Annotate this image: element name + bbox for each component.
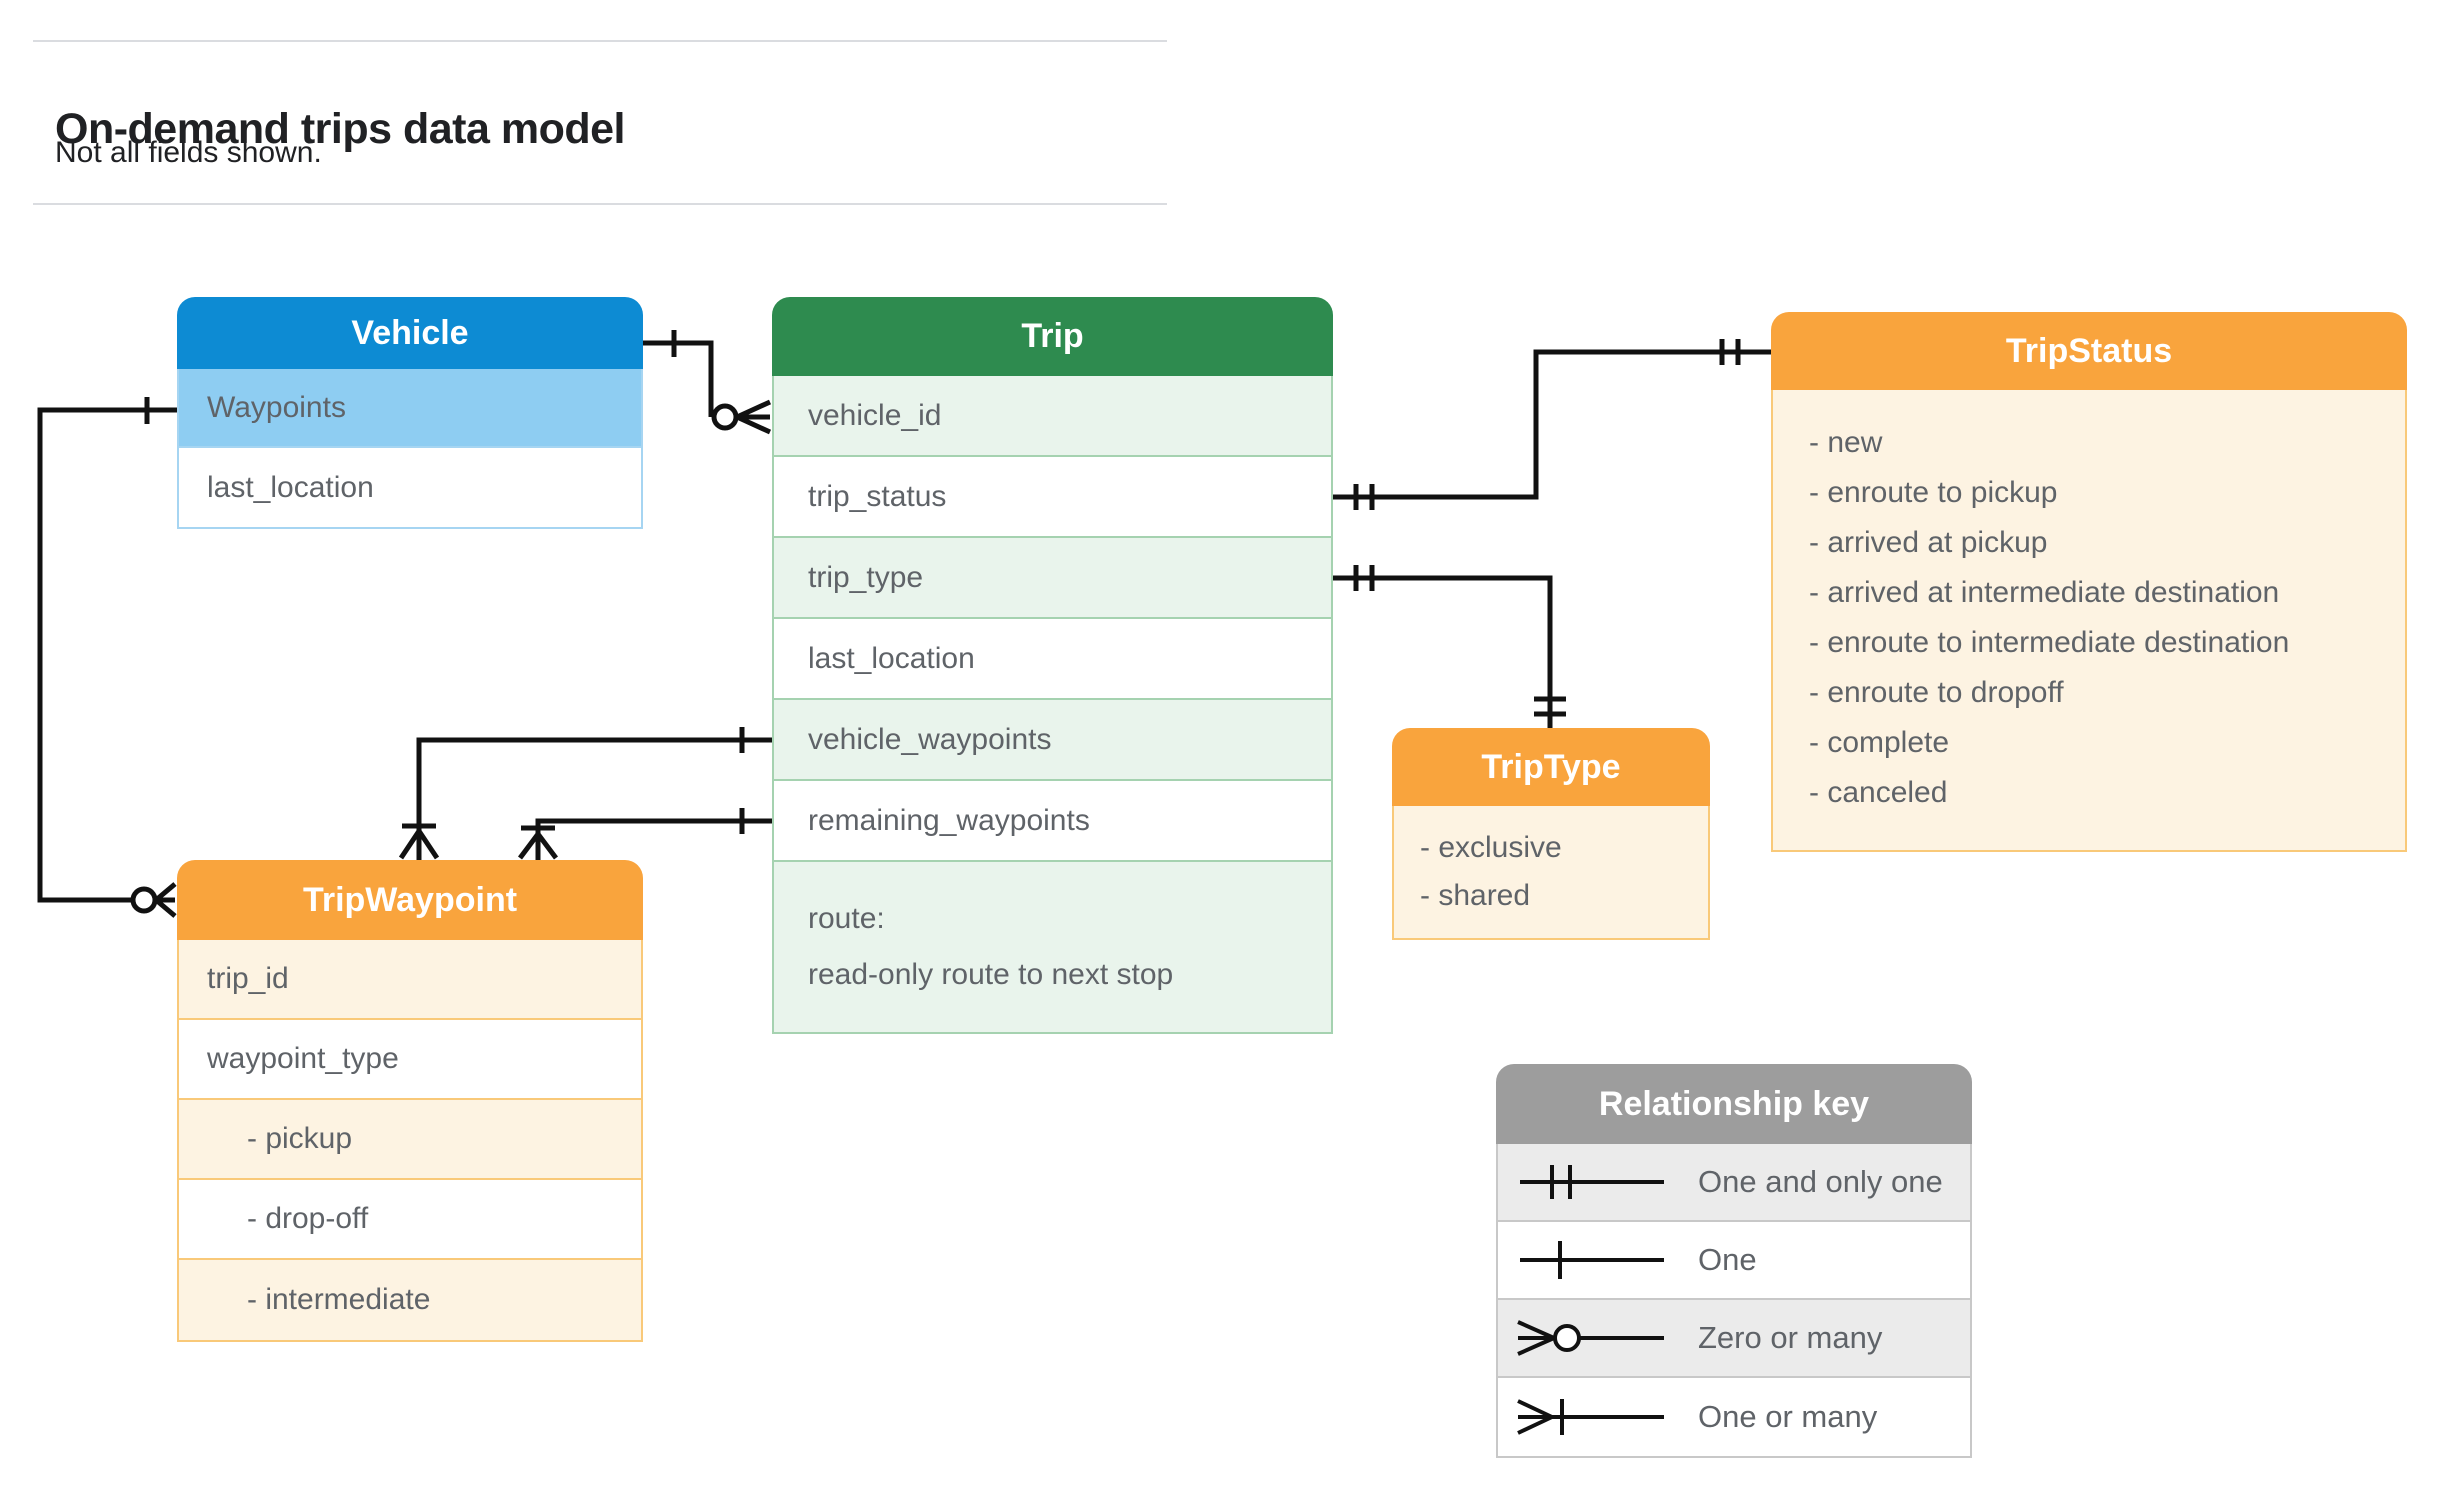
crow-foot-icon [518,832,558,860]
crow-foot-icon [154,882,177,918]
entity-trip-row-vehicle-waypoints: vehicle_waypoints [774,700,1331,781]
connector-trip-status-to-tripstatus [1333,339,1771,510]
bottom-rule [33,203,1167,205]
entity-vehicle-body: Waypoints last_location [177,369,643,529]
triptype-value: - shared [1420,879,1531,912]
zero-circle-icon [711,403,739,431]
one-and-only-one-tick-icon [1534,696,1566,717]
triptype-value: - exclusive [1420,831,1562,864]
entity-vehicle-row-waypoints: Waypoints [179,369,641,448]
route-label: route: [808,902,885,935]
entity-vehicle-header: Vehicle [177,297,643,369]
one-and-only-one-tick-icon [1353,484,1375,510]
relationship-key: Relationship key One and only one One [1496,1064,1972,1458]
crow-foot-icon [735,399,772,435]
key-row-one: One [1498,1222,1970,1300]
entity-trip-row-last-location: last_location [774,619,1331,700]
entity-triptype-header: TripType [1392,728,1710,806]
page-title: On-demand trips data model [55,104,625,153]
one-icon [1498,1232,1698,1288]
tripstatus-value: - canceled [1809,776,1948,809]
key-row-zero-or-many: Zero or many [1498,1300,1970,1378]
key-label: One or many [1698,1399,1878,1434]
zero-or-many-icon [1498,1310,1698,1366]
entity-tripwaypoint-row-drop-off: - drop-off [179,1180,641,1260]
entity-tripstatus-header: TripStatus [1771,312,2407,390]
entity-trip-row-trip-status: trip_status [774,457,1331,538]
entity-trip-row-trip-type: trip_type [774,538,1331,619]
entity-tripwaypoint-row-pickup: - pickup [179,1100,641,1180]
tripstatus-value: - complete [1809,726,1950,759]
entity-trip-row-remaining-waypoints: remaining_waypoints [774,781,1331,862]
key-label: One [1698,1242,1757,1277]
tripstatus-value: - enroute to pickup [1809,476,2058,509]
entity-trip-row-route: route: read-only route to next stop [774,862,1331,1032]
entity-triptype-body: - exclusive - shared [1392,806,1710,940]
connector-vehicle-to-trip [643,330,772,435]
one-and-only-one-icon [1498,1154,1698,1210]
key-row-one-or-many: One or many [1498,1378,1970,1456]
tripstatus-value: - arrived at pickup [1809,526,2048,559]
entity-tripstatus: TripStatus - new - enroute to pickup - a… [1771,312,2407,852]
connector-waypoints-to-tripwaypoint [37,397,177,918]
entity-trip: Trip vehicle_id trip_status trip_type la… [772,297,1333,1034]
relationship-key-body: One and only one One Zero or many [1496,1144,1972,1458]
route-description: read-only route to next stop [808,958,1174,991]
relationship-key-header: Relationship key [1496,1064,1972,1144]
entity-tripwaypoint: TripWaypoint trip_id waypoint_type - pic… [177,860,643,1342]
entity-tripwaypoint-row-intermediate: - intermediate [179,1260,641,1340]
tripstatus-value: - enroute to intermediate destination [1809,626,2290,659]
zero-circle-icon [130,886,158,914]
one-and-only-one-tick-icon [1353,565,1375,591]
entity-trip-header: Trip [772,297,1333,376]
one-and-only-one-tick-icon [1719,339,1741,365]
entity-tripwaypoint-row-trip-id: trip_id [179,940,641,1020]
key-label: Zero or many [1698,1320,1883,1355]
triptype-values: - exclusive - shared [1394,806,1708,920]
page-subtitle: Not all fields shown. [55,136,322,169]
one-or-many-icon [1498,1389,1698,1445]
entity-tripwaypoint-header: TripWaypoint [177,860,643,940]
key-label: One and only one [1698,1164,1943,1199]
key-row-one-and-only-one: One and only one [1498,1144,1970,1222]
entity-tripwaypoint-row-waypoint-type: waypoint_type [179,1020,641,1100]
tripstatus-value: - arrived at intermediate destination [1809,576,2280,609]
entity-trip-body: vehicle_id trip_status trip_type last_lo… [772,376,1333,1034]
entity-vehicle: Vehicle Waypoints last_location [177,297,643,529]
tripstatus-value: - new [1809,426,1883,459]
entity-trip-row-vehicle-id: vehicle_id [774,376,1331,457]
entity-triptype: TripType - exclusive - shared [1392,728,1710,940]
tripstatus-value: - enroute to dropoff [1809,676,2064,709]
tripstatus-values: - new - enroute to pickup - arrived at p… [1773,390,2405,818]
entity-tripstatus-body: - new - enroute to pickup - arrived at p… [1771,390,2407,852]
connector-vehicle-waypoints-to-tripwaypoint [398,727,772,860]
entity-tripwaypoint-body: trip_id waypoint_type - pickup - drop-of… [177,940,643,1342]
connector-trip-type-to-triptype [1333,565,1566,728]
connector-remaining-waypoints-to-tripwaypoint [518,808,772,860]
entity-vehicle-row-last-location: last_location [207,470,374,504]
crow-foot-icon [398,829,440,860]
top-rule [33,40,1167,42]
